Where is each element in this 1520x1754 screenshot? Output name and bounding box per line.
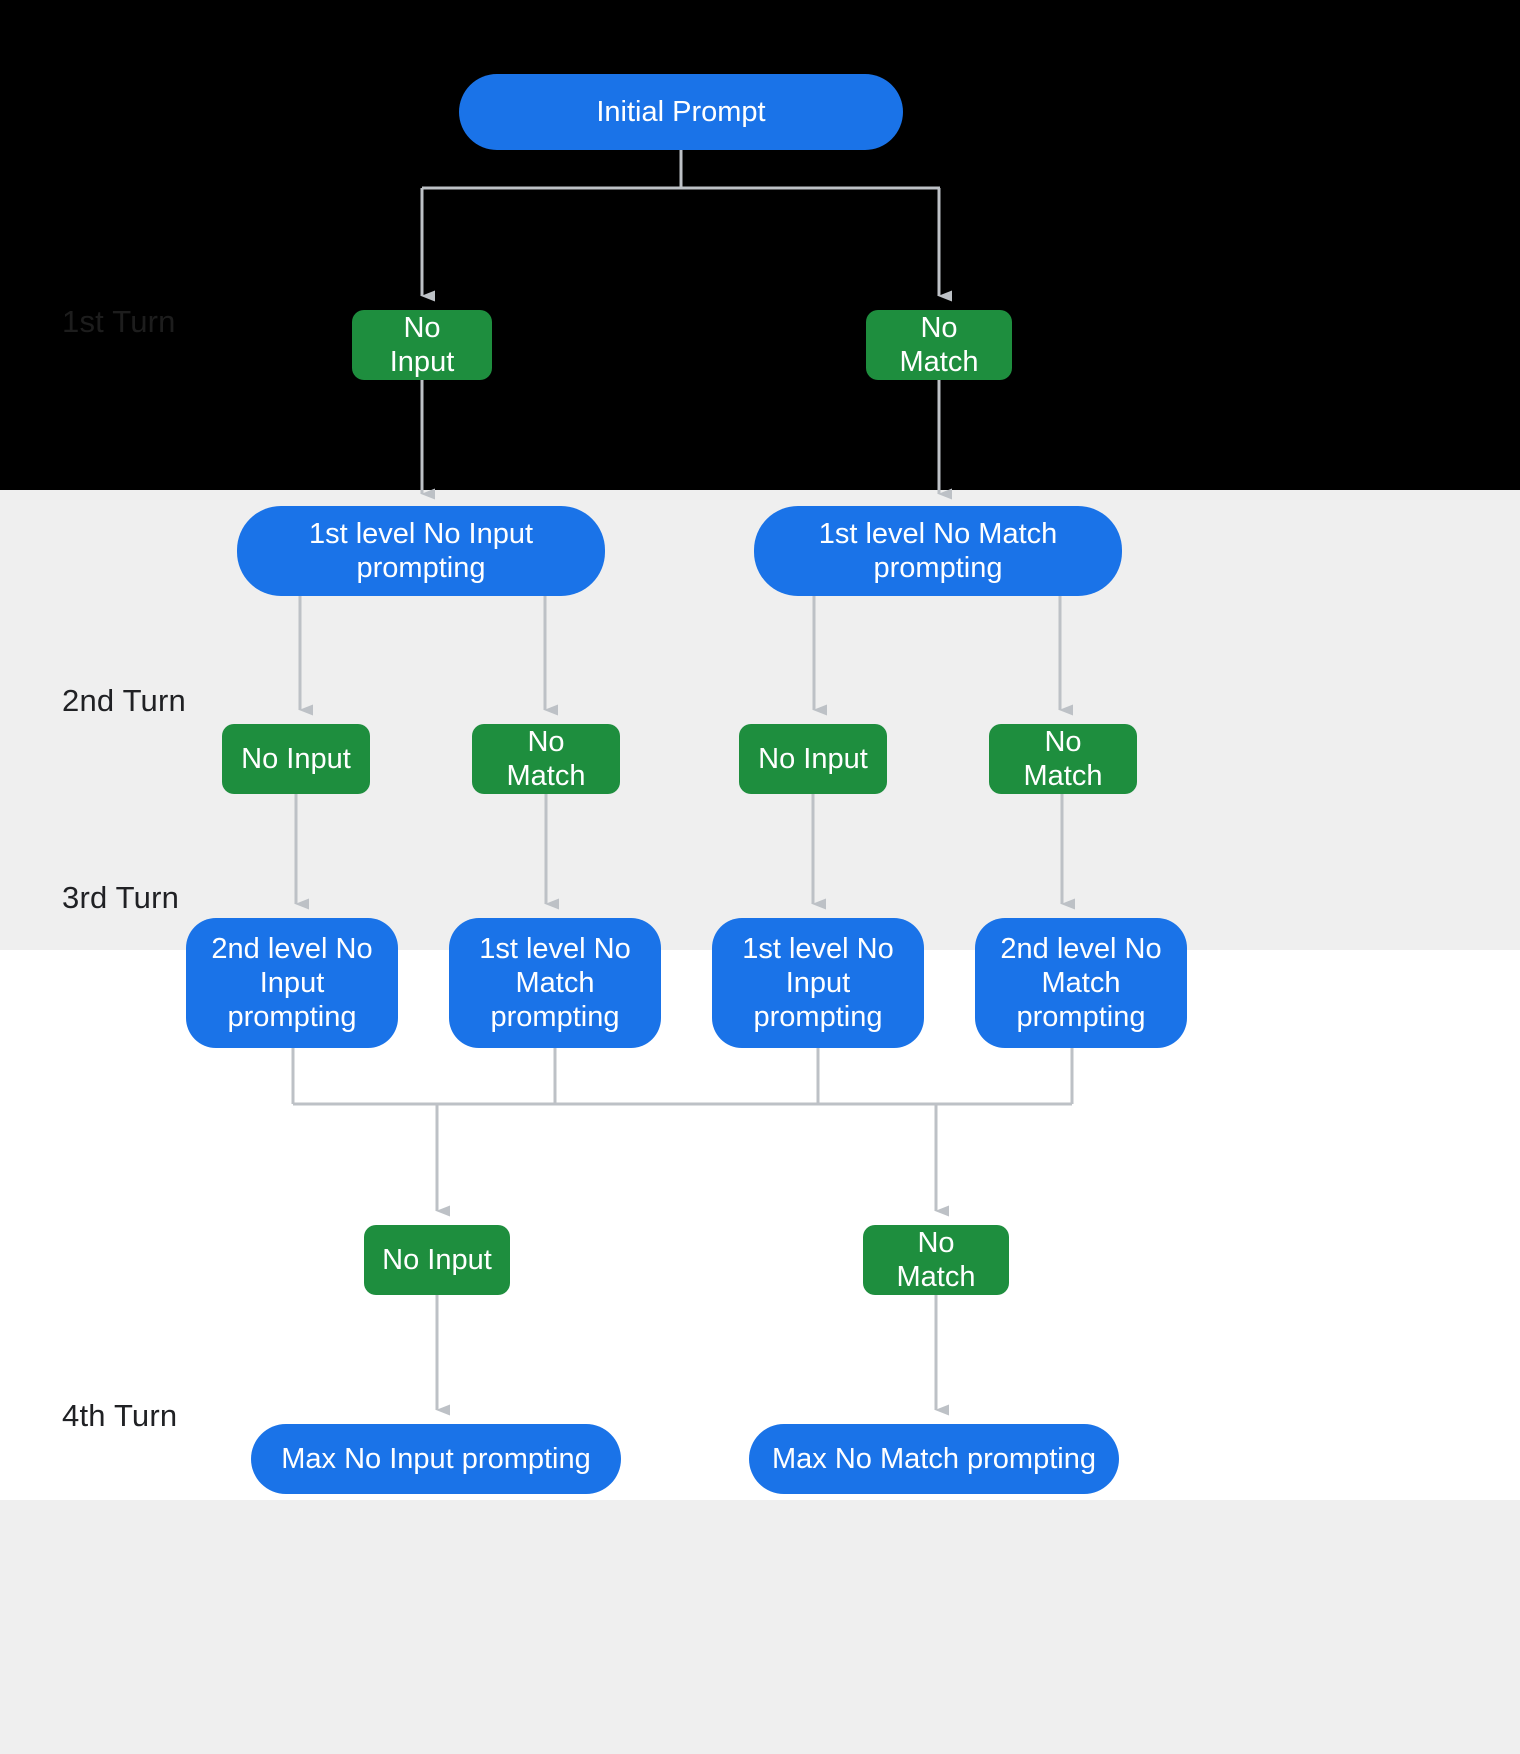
node-turn4-max-no-input-prompting[interactable]: Max No Input prompting [251, 1424, 621, 1494]
turn-band-4 [0, 1500, 1520, 1754]
turn-label-2nd: 2nd Turn [62, 683, 186, 718]
node-turn2-no-input-a[interactable]: No Input [222, 724, 370, 794]
node-turn1-no-match[interactable]: No Match [866, 310, 1012, 380]
node-turn2-no-input-b[interactable]: No Input [739, 724, 887, 794]
node-turn1-no-input[interactable]: No Input [352, 310, 492, 380]
node-turn3-no-match[interactable]: No Match [863, 1225, 1009, 1295]
node-turn3-no-input[interactable]: No Input [364, 1225, 510, 1295]
node-turn2-first-level-no-input-prompting[interactable]: 1st level No Input prompting [237, 506, 605, 596]
node-turn2-no-match-a[interactable]: No Match [472, 724, 620, 794]
node-turn4-max-no-match-prompting[interactable]: Max No Match prompting [749, 1424, 1119, 1494]
node-turn3-second-level-no-input-prompting[interactable]: 2nd level No Input prompting [186, 918, 398, 1048]
node-initial-prompt[interactable]: Initial Prompt [459, 74, 903, 150]
node-turn2-no-match-b[interactable]: No Match [989, 724, 1137, 794]
turn-label-4th: 4th Turn [62, 1398, 178, 1433]
turn-label-1st: 1st Turn [62, 304, 176, 339]
node-turn2-first-level-no-match-prompting[interactable]: 1st level No Match prompting [754, 506, 1122, 596]
node-turn3-first-level-no-input-prompting[interactable]: 1st level No Input prompting [712, 918, 924, 1048]
node-turn3-second-level-no-match-prompting[interactable]: 2nd level No Match prompting [975, 918, 1187, 1048]
turn-label-3rd: 3rd Turn [62, 880, 180, 915]
node-turn3-first-level-no-match-prompting[interactable]: 1st level No Match prompting [449, 918, 661, 1048]
